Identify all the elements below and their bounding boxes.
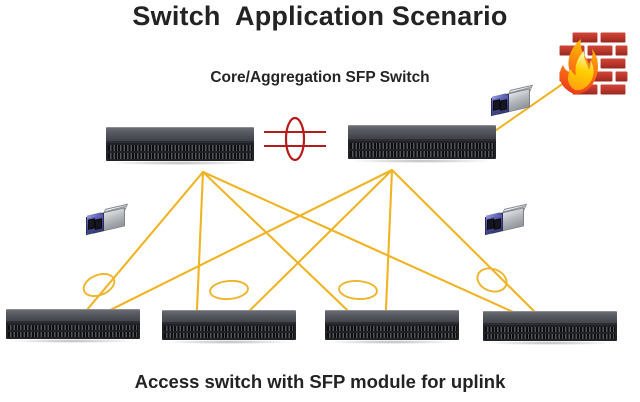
sfp-lc-port-tx: [88, 218, 95, 230]
core-switch-right[interactable]: [348, 125, 496, 163]
firewall-flame-icon: [559, 39, 598, 95]
switch-port-row-upper: [350, 142, 494, 150]
access-switch-3[interactable]: [325, 310, 459, 344]
switch-port-row-upper: [485, 326, 615, 333]
sfp-module-left[interactable]: [83, 203, 129, 236]
switch-shadow: [8, 339, 138, 343]
switch-chassis-bevel: [325, 322, 459, 325]
switch-shadow: [108, 161, 252, 165]
fiber-link-core-left-access-4: [201, 170, 555, 332]
switch-front-panel: [106, 142, 254, 161]
switch-chassis-top: [483, 311, 617, 324]
sfp-lc-port-rx: [494, 218, 501, 230]
switch-front-panel: [483, 324, 617, 341]
sfp-module-right[interactable]: [482, 203, 528, 236]
fiber-link-core-right-access-4: [390, 168, 555, 332]
switch-chassis-bevel: [162, 322, 296, 325]
switch-chassis-top: [106, 127, 254, 142]
firewall-icon[interactable]: [550, 28, 628, 100]
sfp-lc-port-rx: [95, 218, 102, 230]
switch-front-panel: [6, 322, 140, 339]
access-switch-1[interactable]: [6, 309, 140, 343]
sfp-lc-port-rx: [500, 99, 507, 111]
uplink-bundle-marker-4: [476, 267, 508, 293]
sfp-module-firewall[interactable]: [488, 84, 534, 117]
stack-link-ellipse: [284, 116, 306, 162]
fiber-link-core-right-access-3: [383, 168, 394, 334]
uplink-bundle-marker-3: [338, 279, 378, 301]
switch-front-panel: [162, 323, 296, 340]
stack-link-symbol: [264, 116, 326, 162]
switch-chassis-bevel: [106, 140, 254, 143]
switch-chassis-top: [348, 125, 496, 140]
access-switch-2[interactable]: [162, 310, 296, 344]
switch-port-row-lower: [327, 332, 457, 339]
core-switch-left[interactable]: [106, 127, 254, 165]
switch-shadow: [485, 341, 615, 345]
switch-port-row-lower: [485, 333, 615, 340]
switch-chassis-bevel: [348, 138, 496, 141]
page-title: Switch Application Scenario: [132, 1, 508, 31]
switch-port-row-upper: [108, 144, 252, 152]
switch-port-row-lower: [108, 152, 252, 160]
switch-port-row-lower: [164, 332, 294, 339]
switch-port-row-upper: [164, 325, 294, 332]
switch-shadow: [164, 340, 294, 344]
access-switch-group-label: Access switch with SFP module for uplink: [134, 371, 506, 392]
sfp-lc-port-tx: [487, 218, 494, 230]
uplink-bundle-marker-2: [209, 279, 249, 301]
switch-chassis-bevel: [6, 321, 140, 324]
switch-chassis-top: [325, 310, 459, 323]
fiber-link-core-left-access-2: [194, 170, 205, 334]
switch-shadow: [327, 340, 457, 344]
fiber-link-core-right-access-1: [68, 168, 394, 332]
switch-port-row-lower: [8, 331, 138, 338]
switch-chassis-top: [6, 309, 140, 322]
uplink-bundle-marker-1: [82, 273, 116, 297]
fiber-link-core-right-firewall: [491, 75, 575, 134]
switch-front-panel: [348, 140, 496, 159]
fiber-link-core-left-access-1: [68, 170, 205, 332]
fiber-link-core-right-access-2: [226, 168, 394, 334]
switch-front-panel: [325, 323, 459, 340]
fiber-link-core-left-access-3: [201, 170, 370, 332]
switch-chassis-top: [162, 310, 296, 323]
switch-port-row-upper: [327, 325, 457, 332]
switch-port-row-upper: [8, 324, 138, 331]
switch-port-row-lower: [350, 150, 494, 158]
access-switch-4[interactable]: [483, 311, 617, 345]
switch-shadow: [350, 159, 494, 163]
core-switch-group-label: Core/Aggregation SFP Switch: [210, 69, 430, 86]
sfp-lc-port-tx: [493, 99, 500, 111]
switch-chassis-bevel: [483, 323, 617, 326]
